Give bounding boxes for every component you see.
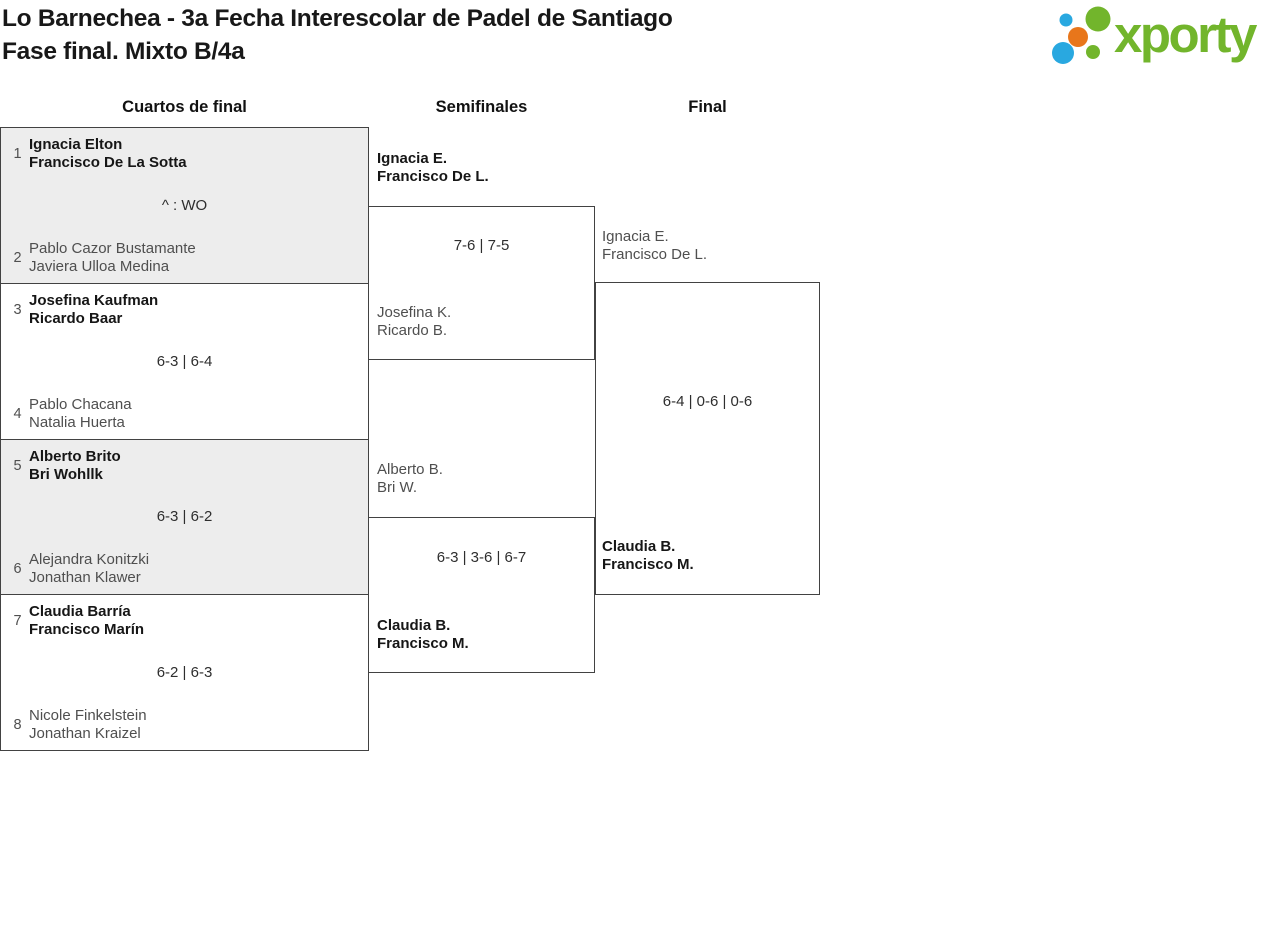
team-row: 7 Claudia Barría Francisco Marín — [1, 603, 368, 638]
player-name: Ignacia E. — [377, 150, 448, 167]
player-name: Francisco De L. — [377, 167, 489, 185]
team-names: Claudia B. Francisco M. — [602, 538, 694, 573]
seed-number: 4 — [13, 405, 22, 422]
column-header-quarterfinals: Cuartos de final — [122, 98, 247, 116]
seed-number: 5 — [13, 457, 22, 474]
team-row: 1 Ignacia Elton Francisco De La Sotta — [1, 136, 368, 171]
seed-number: 3 — [13, 301, 22, 318]
team-names: Nicole Finkelstein Jonathan Kraizel — [29, 707, 147, 742]
team-names: Ignacia Elton Francisco De La Sotta — [29, 136, 187, 171]
player-name: Alejandra Konitzki — [29, 551, 150, 568]
xporty-logo-text: xporty — [1114, 6, 1257, 63]
player-name: Francisco De L. — [602, 245, 708, 263]
team-names: Alberto Brito Bri Wohllk — [29, 448, 121, 483]
seed-number: 6 — [13, 560, 22, 577]
player-name: Bri Wohllk — [29, 465, 103, 483]
player-name: Ignacia E. — [602, 228, 669, 245]
team-row: 2 Pablo Cazor Bustamante Javiera Ulloa M… — [1, 240, 368, 275]
team-names: Josefina Kaufman Ricardo Baar — [29, 292, 158, 327]
match-score: 7-6 | 7-5 — [453, 237, 510, 254]
player-name: Claudia Barría — [29, 603, 131, 620]
match-score: 6-3 | 6-2 — [156, 508, 213, 525]
team-names: Alberto B. Bri W. — [377, 461, 443, 496]
page-title-line1: Lo Barnechea - 3a Fecha Interescolar de … — [2, 5, 673, 32]
player-name: Francisco M. — [602, 555, 694, 573]
team-names: Josefina K. Ricardo B. — [377, 304, 451, 339]
seed-number: 7 — [13, 612, 22, 629]
player-name: Natalia Huerta — [29, 413, 125, 431]
player-name: Josefina Kaufman — [29, 292, 159, 309]
quarterfinal-match-1: 1 Ignacia Elton Francisco De La Sotta ^ … — [1, 128, 368, 284]
player-name: Pablo Chacana — [29, 396, 132, 413]
match-score: 6-2 | 6-3 — [156, 663, 213, 681]
seed-number: 2 — [13, 249, 22, 266]
final-match: Ignacia E. Francisco De L. 6-4 | 0-6 | 0… — [595, 228, 820, 595]
team-names: Claudia Barría Francisco Marín — [29, 603, 144, 638]
player-name: Alberto Brito — [29, 448, 121, 465]
player-name: Bri W. — [377, 478, 417, 496]
player-name: Claudia B. — [377, 617, 451, 634]
team-names: Pablo Chacana Natalia Huerta — [29, 396, 132, 431]
player-name: Alberto B. — [377, 461, 443, 478]
player-name: Pablo Cazor Bustamante — [29, 240, 196, 257]
team-names: Alejandra Konitzki Jonathan Klawer — [29, 551, 149, 586]
team-names: Pablo Cazor Bustamante Javiera Ulloa Med… — [29, 240, 196, 275]
match-score: 6-3 | 3-6 | 6-7 — [436, 549, 527, 566]
team-row: 5 Alberto Brito Bri Wohllk — [1, 448, 368, 483]
player-name: Nicole Finkelstein — [29, 707, 147, 724]
player-name: Claudia B. — [602, 538, 676, 555]
column-header-final: Final — [688, 98, 727, 116]
seed-number: 8 — [13, 716, 22, 733]
match-score: 6-3 | 6-4 — [156, 352, 213, 370]
page-title-line2: Fase final. Mixto B/4a — [2, 37, 245, 65]
match-score: 6-4 | 0-6 | 0-6 — [662, 393, 753, 410]
player-name: Francisco M. — [377, 634, 469, 652]
team-row: 4 Pablo Chacana Natalia Huerta — [1, 396, 368, 431]
quarterfinals-column: 1 Ignacia Elton Francisco De La Sotta ^ … — [0, 127, 369, 751]
team-row: 6 Alejandra Konitzki Jonathan Klawer — [1, 551, 368, 586]
seed-number: 1 — [13, 145, 22, 162]
xporty-logo[interactable]: xporty — [1050, 6, 1257, 64]
quarterfinal-match-4: 7 Claudia Barría Francisco Marín 6-2 | 6… — [1, 595, 368, 750]
quarterfinal-match-3: 5 Alberto Brito Bri Wohllk 6-3 | 6-2 6 A… — [1, 440, 368, 595]
player-name: Jonathan Kraizel — [29, 724, 141, 742]
xporty-dots-icon — [1052, 6, 1111, 64]
player-name: Javiera Ulloa Medina — [29, 257, 170, 275]
player-name: Josefina K. — [377, 304, 452, 321]
player-name: Francisco Marín — [29, 620, 145, 638]
team-names: Ignacia E. Francisco De L. — [377, 150, 489, 185]
column-header-semifinals: Semifinales — [435, 98, 528, 116]
team-names: Ignacia E. Francisco De L. — [602, 228, 707, 263]
team-row: 3 Josefina Kaufman Ricardo Baar — [1, 292, 368, 327]
team-names: Claudia B. Francisco M. — [377, 617, 469, 652]
match-score: ^ : WO — [161, 196, 208, 214]
player-name: Jonathan Klawer — [29, 568, 141, 586]
player-name: Francisco De La Sotta — [29, 153, 187, 171]
player-name: Ricardo B. — [377, 321, 448, 339]
player-name: Ignacia Elton — [29, 136, 123, 153]
team-row: 8 Nicole Finkelstein Jonathan Kraizel — [1, 707, 368, 742]
page-title: Lo Barnechea - 3a Fecha Interescolar de … — [2, 3, 673, 68]
player-name: Ricardo Baar — [29, 309, 123, 327]
semifinal-match-1: Ignacia E. Francisco De L. 7-6 | 7-5 Jos… — [368, 150, 595, 360]
quarterfinal-match-2: 3 Josefina Kaufman Ricardo Baar 6-3 | 6-… — [1, 284, 368, 440]
semifinal-match-2: Alberto B. Bri W. 6-3 | 3-6 | 6-7 Claudi… — [368, 461, 595, 673]
